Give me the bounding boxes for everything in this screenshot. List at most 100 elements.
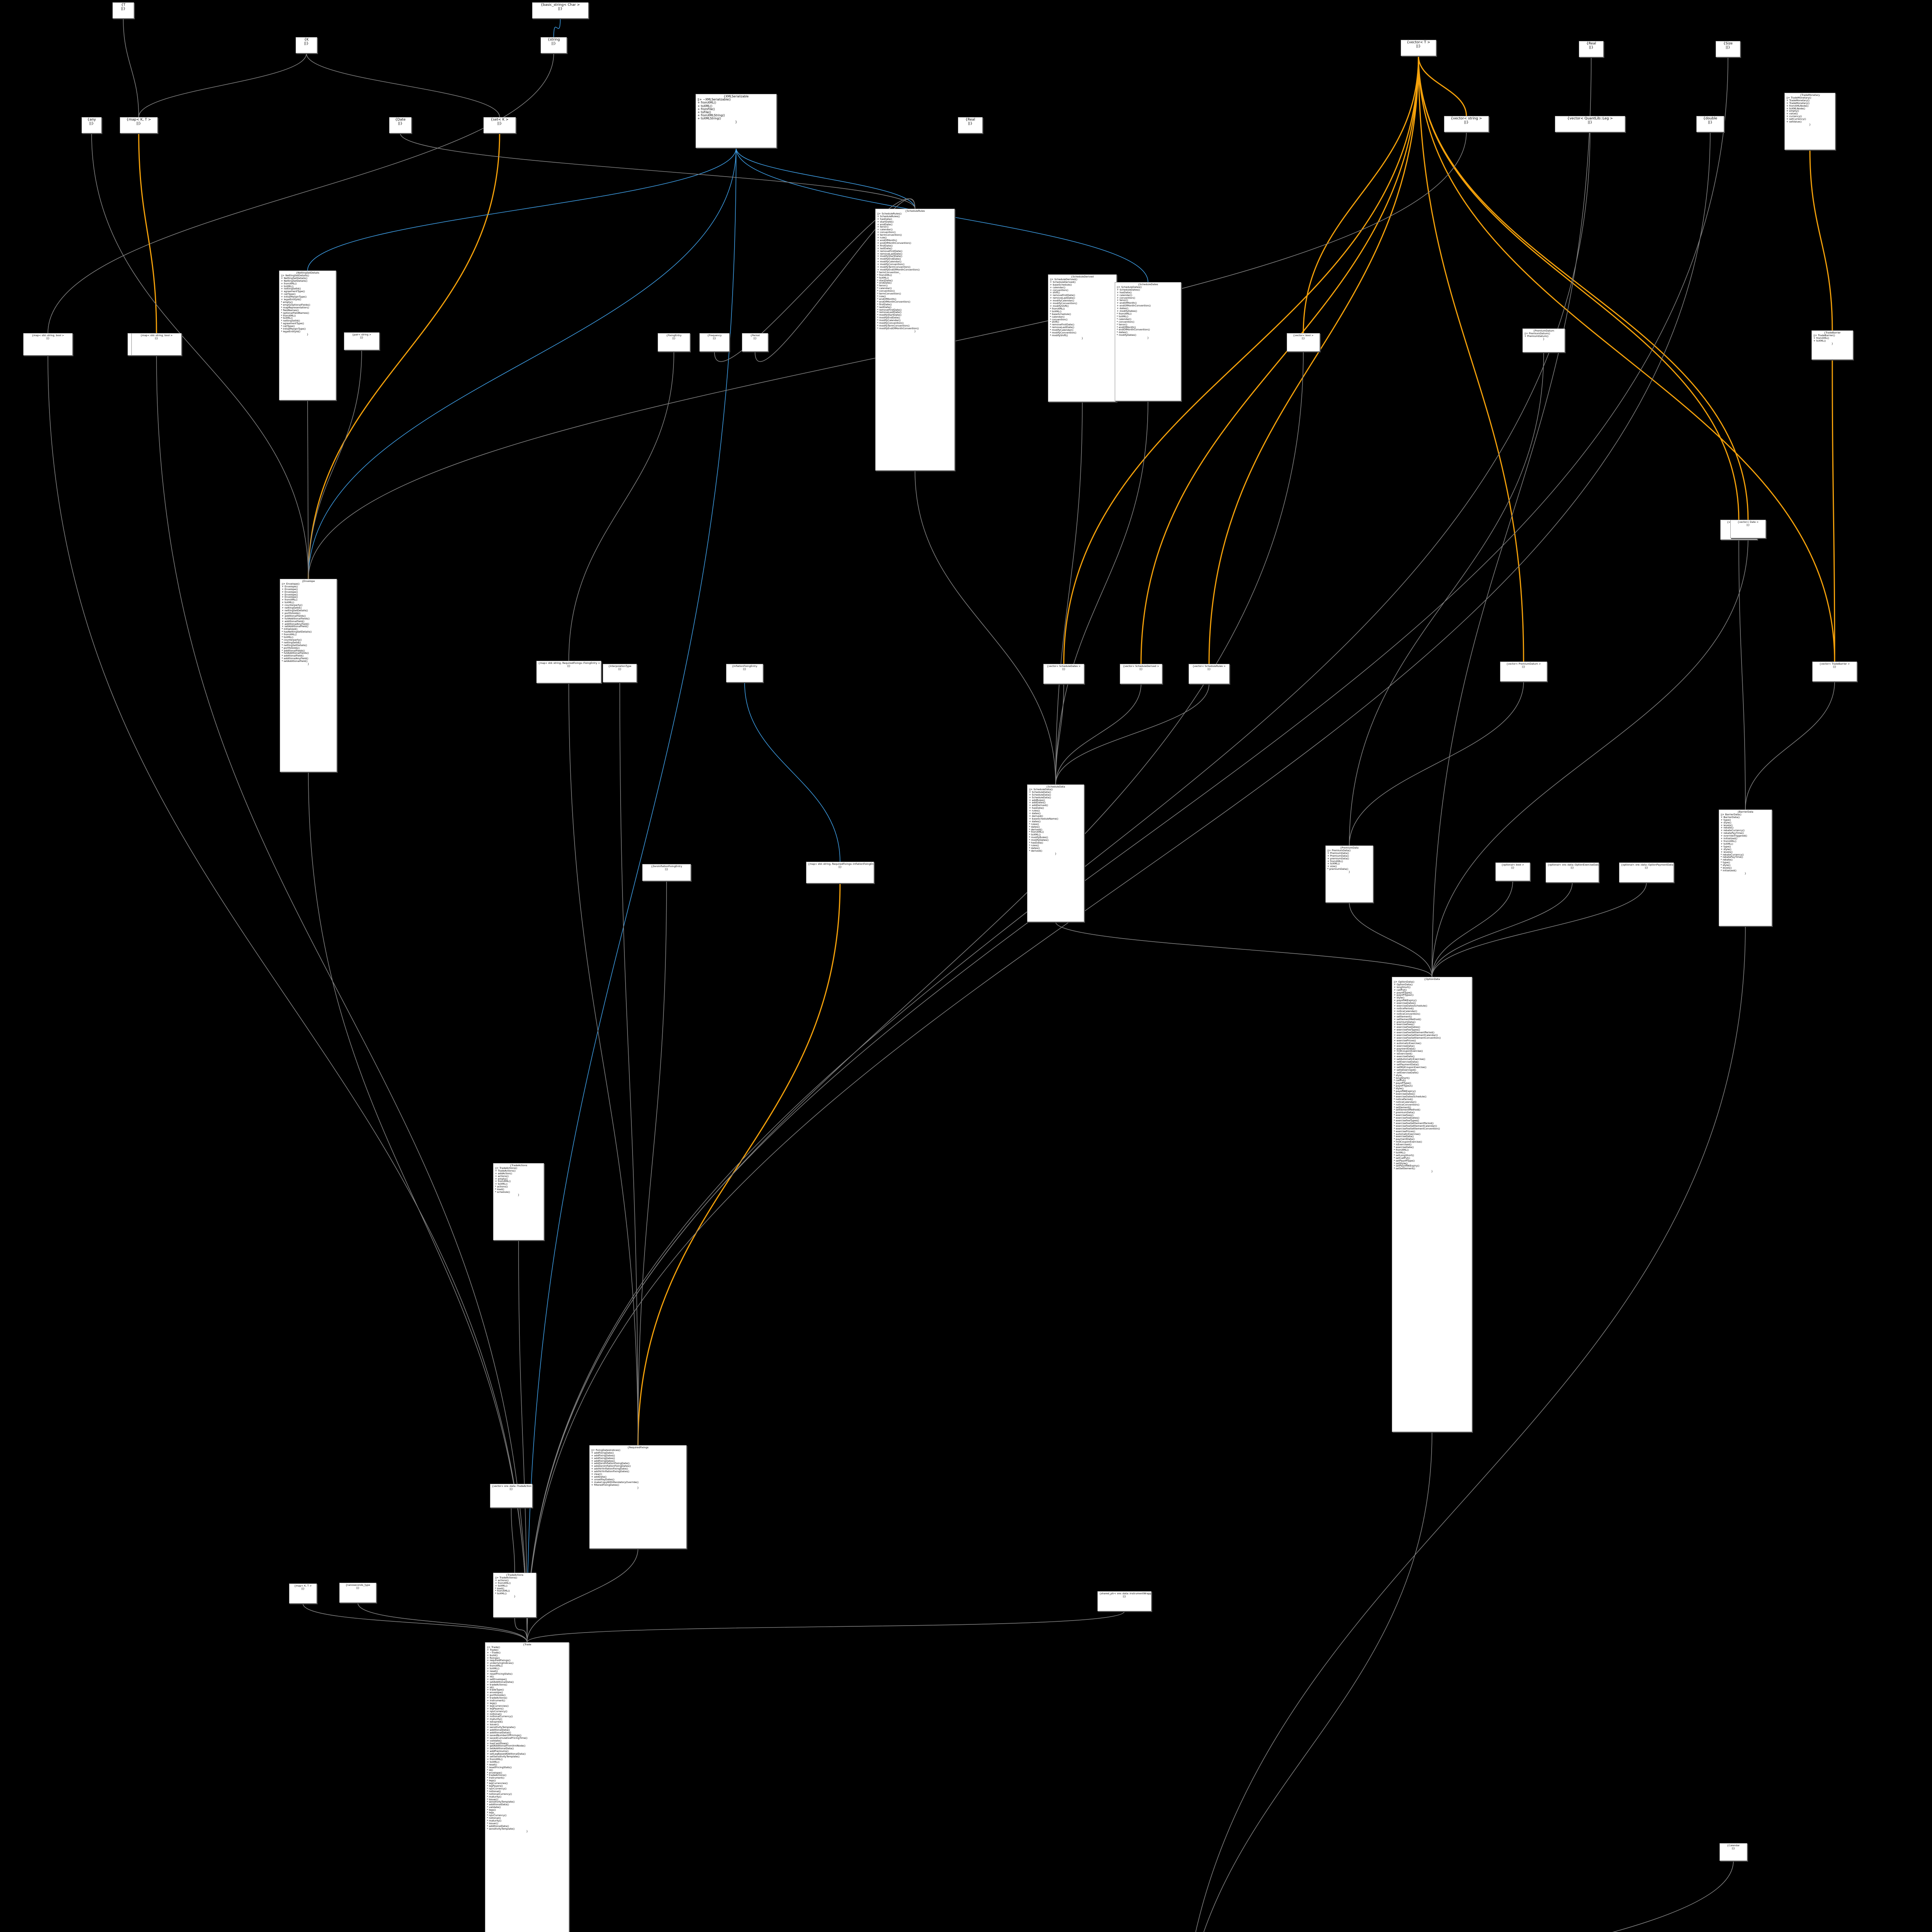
class-node[interactable]: {K||} — [296, 37, 317, 53]
class-node[interactable]: {OptionData||+ OptionData()+ OptionData(… — [1392, 977, 1472, 1432]
class-node[interactable]: {PremiumData||+ PremiumData()+ PremiumDa… — [1325, 845, 1373, 903]
edge-template — [307, 148, 736, 271]
class-node[interactable]: {vector< ore::data::TradeAction >||} — [490, 1484, 532, 1508]
class-node[interactable]: {string||} — [541, 37, 567, 53]
class-node[interactable]: {PremiumDatum||+ PremiumDatum()+ Premium… — [1522, 328, 1565, 352]
edge-plain — [91, 133, 309, 579]
class-node[interactable]: {Envelope||+ Envelope()+ Envelope()+ Env… — [280, 579, 337, 772]
class-node-close-brace: ||} — [301, 1587, 305, 1590]
class-member: + hasCashflows() — [487, 1742, 509, 1745]
edge-plain — [306, 53, 500, 117]
class-node-close-brace: ||} — [968, 121, 973, 126]
edge-plain — [1055, 684, 1209, 785]
class-node[interactable]: {vector< ScheduleDerived >||} — [1120, 664, 1162, 684]
class-node[interactable]: {XMLSerializable||+ ~XMLSerializable()+ … — [696, 94, 777, 148]
class-node[interactable]: {Size||} — [1716, 41, 1740, 57]
class-node[interactable]: {T||} — [112, 2, 134, 19]
class-node-title: {basic_string< Char > — [541, 3, 580, 7]
edge-usage — [637, 883, 841, 1446]
class-member: + id() — [487, 1675, 494, 1678]
class-member: + toXML() — [487, 1667, 500, 1670]
class-node[interactable]: {Real||} — [1579, 41, 1604, 57]
class-node[interactable]: {map< std::string, bool >||} — [23, 333, 73, 355]
class-node[interactable]: {ZeroInflationFixingEntry||} — [642, 864, 691, 881]
class-node[interactable]: {basic_string< Char >||} — [532, 2, 588, 19]
edge-plain — [1432, 882, 1573, 977]
class-node-close-brace: ||} — [567, 664, 571, 667]
class-member: * instrument() — [487, 1776, 505, 1780]
class-node[interactable]: {vector< ScheduleRules >||} — [1189, 664, 1230, 684]
class-node[interactable]: {vector< Date >||} — [1730, 520, 1766, 538]
class-node[interactable]: {vector< T >||} — [1401, 40, 1436, 56]
edge-plain — [568, 683, 638, 1446]
class-node[interactable]: {optional< ore::data::OptionExerciseData… — [1546, 862, 1599, 883]
class-member: + additionalDatas() — [487, 1731, 511, 1734]
class-node[interactable]: {NettingSetDetails||+ NettingSetDetails(… — [279, 270, 336, 400]
class-node[interactable]: {vector< TradeBarrier >||} — [1812, 662, 1857, 682]
class-member: + setAdditionalData() — [487, 1680, 514, 1684]
class-member: + issuer() — [487, 1723, 499, 1726]
class-node-close-brace: ||} — [743, 667, 747, 670]
class-node[interactable]: {TradeActions||+ TradeActions()+ TradeAc… — [493, 1163, 544, 1240]
class-node[interactable]: {vector< QuantLib::Leg >||} — [1555, 116, 1625, 132]
class-node[interactable]: {ScheduleData||+ ScheduleData()+ Schedul… — [1027, 784, 1084, 922]
class-member: + requiredFixings() — [487, 1659, 511, 1662]
class-member: + build() — [487, 1653, 498, 1657]
class-node-members: ||+ TradeBarrier()+ fromXML()+ toXML() — [1813, 334, 1851, 342]
class-node[interactable]: {TradeActions||+ TradeActions()+ actions… — [493, 1573, 536, 1617]
class-node[interactable]: {vector< PremiumDatum >||} — [1500, 662, 1547, 682]
class-node-members: ||+ ScheduleRules()+ ScheduleRules()+ ha… — [877, 212, 953, 330]
class-node[interactable]: {map< std::string, RequiredFixings::Infl… — [806, 862, 874, 883]
class-node[interactable]: {FixingEntry||} — [658, 333, 690, 352]
class-node-close-brace: } — [637, 1486, 639, 1489]
class-node[interactable]: {TradeMonetary||+ TradeMonetary()+ Trade… — [1784, 93, 1835, 150]
class-node[interactable]: {optional< bool >||} — [1495, 862, 1530, 881]
class-node[interactable]: {ScheduleDerived||+ ScheduleDerived()+ S… — [1048, 274, 1117, 402]
class-node[interactable]: {map< K, T >||} — [120, 117, 158, 133]
class-node-close-brace: } — [526, 1830, 528, 1833]
class-node[interactable]: {any||} — [82, 117, 102, 133]
class-node[interactable]: {shared_ptr< ore::data::InstrumentWrappe… — [1097, 1591, 1151, 1611]
class-node[interactable]: {Date||} — [389, 117, 412, 133]
class-node[interactable]: {Real||} — [958, 117, 983, 133]
class-node[interactable]: {Period||} — [742, 333, 768, 352]
class-node-close-brace: ||} — [155, 336, 158, 340]
edge-plain — [527, 1611, 1125, 1643]
class-node[interactable]: {Frequency||} — [699, 333, 730, 352]
class-node-close-brace: ||} — [1522, 665, 1526, 668]
class-node[interactable]: {Calendar||} — [1719, 1843, 1747, 1861]
class-node[interactable]: {InflationFixingEntry||} — [726, 664, 763, 682]
class-node[interactable]: {map< std::string, bool >||} — [131, 333, 182, 355]
class-node-title: {string — [548, 38, 560, 42]
class-node[interactable]: {vector< string >||} — [1444, 116, 1489, 132]
edge-plain — [619, 682, 638, 1446]
class-node[interactable]: {BarrierData||+ BarrierData()+ BarrierDa… — [1719, 810, 1772, 926]
class-node[interactable]: {ScheduleDates||+ ScheduleDates()+ Sched… — [1115, 282, 1181, 401]
class-node[interactable]: {nanoseconds_type||} — [339, 1583, 376, 1603]
edge-usage — [1832, 359, 1835, 662]
class-node-title: {map< std::string, bool > — [32, 334, 64, 337]
class-node[interactable]: {set< K >||} — [483, 117, 516, 133]
class-member: * payoffType2() — [1394, 1084, 1413, 1088]
edge-plain — [1055, 684, 1064, 785]
class-node[interactable]: {RequiredFixings||+ fixingDatesIndices()… — [589, 1445, 687, 1549]
class-node-members: ||+ OptionData()+ OptionData()+ longShor… — [1394, 980, 1470, 1170]
class-node[interactable]: {optional< ore::data::OptionPaymentData … — [1619, 862, 1674, 883]
edge-usage — [1208, 56, 1419, 664]
class-member: + isExpired() — [487, 1720, 503, 1724]
class-member: + reset() — [487, 1670, 498, 1673]
class-node[interactable]: {ScheduleRules||+ ScheduleRules()+ Sched… — [875, 209, 955, 471]
class-member: + sensitivityTemplate() — [487, 1726, 516, 1729]
class-node[interactable]: {vector< bool >||} — [1287, 333, 1320, 352]
class-node[interactable]: {TradeBarrier||+ TradeBarrier()+ fromXML… — [1811, 330, 1853, 360]
class-node[interactable]: {InterpolationType||} — [603, 664, 637, 682]
class-node[interactable]: {pair< string >||} — [344, 332, 379, 350]
class-node[interactable]: {map< std::string, RequiredFixings::Fixi… — [536, 661, 601, 683]
class-node[interactable]: {double||} — [1696, 116, 1724, 132]
class-node[interactable]: {vector< ScheduleDates >||} — [1043, 664, 1084, 684]
class-node[interactable]: {Trade||+ Trade()+ Trade()+ ~Trade()+ bu… — [485, 1642, 569, 1932]
class-node[interactable]: {map< K, T >||} — [289, 1583, 317, 1604]
class-member: + legCurrencies() — [487, 1704, 509, 1708]
edge-plain — [1055, 401, 1148, 785]
